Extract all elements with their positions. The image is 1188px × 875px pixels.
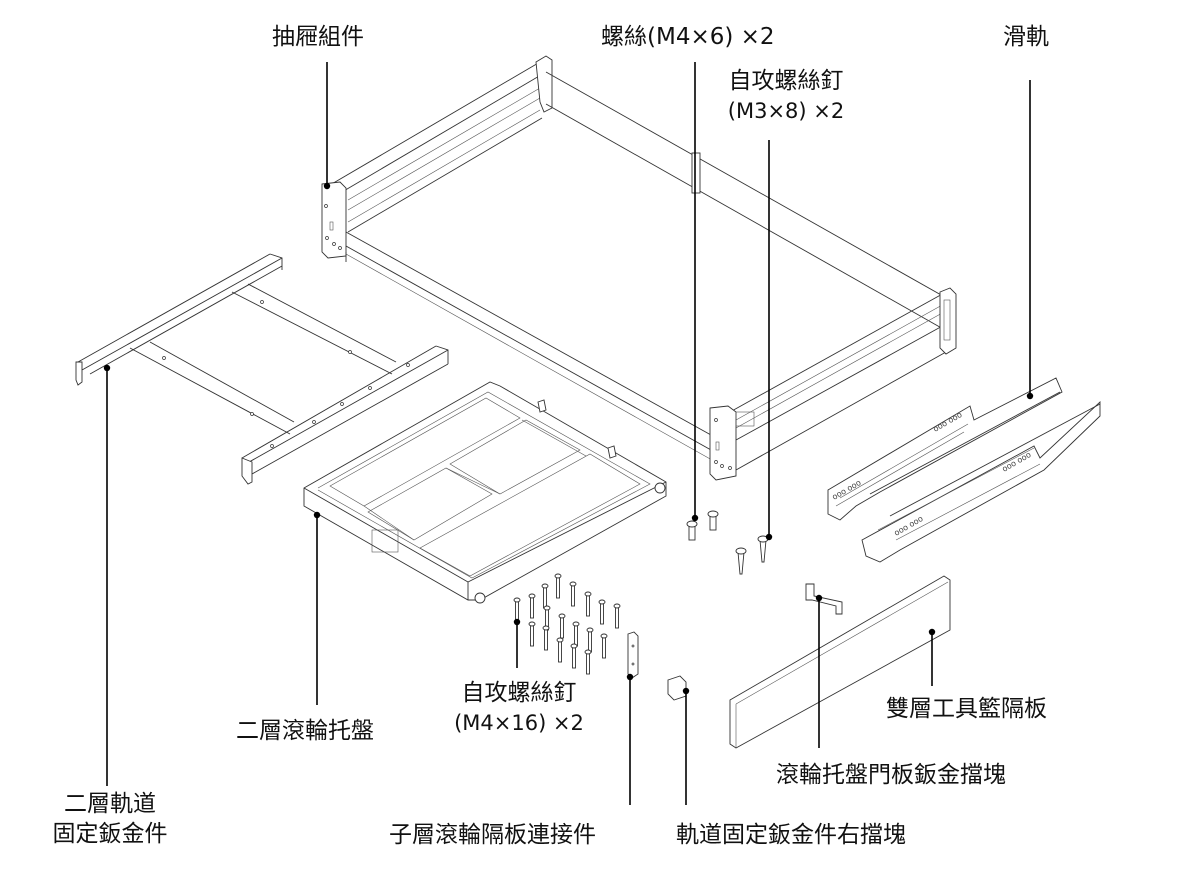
- screw-icon: [613, 603, 621, 629]
- roller-tray-part: [303, 381, 667, 604]
- screws-m3x8: [735, 535, 769, 575]
- label-tapping-screw-m4x16: 自攻螺絲釘 (M4×16) ×2: [444, 678, 594, 738]
- screw-icon: [598, 599, 606, 625]
- label-roller-tray: 二層滾輪托盤: [236, 718, 374, 744]
- drawer-assembly-part: [321, 55, 957, 481]
- screw-icon: [528, 593, 536, 619]
- label-rail-bracket-right-stop: 軌道固定鈑金件右擋塊: [676, 822, 906, 848]
- label-tapping-screw-m4x16-spec: (M4×16) ×2: [454, 711, 584, 735]
- label-tapping-screw-m3x8-spec: (M3×8) ×2: [727, 99, 845, 123]
- slide-rails-part: ooo ooo ooo ooo ooo ooo ooo ooo: [827, 377, 1101, 563]
- screw-icon: [513, 597, 521, 623]
- screw-icon: [541, 583, 549, 609]
- label-tapping-screw-m3x8-name: 自攻螺絲釘: [728, 68, 844, 94]
- screw-icon: [554, 573, 562, 599]
- label-tapping-screw-m4x16-name: 自攻螺絲釘: [461, 680, 577, 706]
- sub-layer-connector-part: [627, 631, 639, 679]
- label-sub-layer-connector: 子層滾輪隔板連接件: [389, 822, 596, 848]
- screw-icon: [600, 633, 608, 659]
- label-drawer-assembly: 抽屜組件: [272, 24, 364, 50]
- label-rail-bracket-line1: 二層軌道: [64, 791, 156, 817]
- screw-icon: [542, 625, 550, 651]
- screw-icon: [556, 637, 564, 663]
- screw-icon: [558, 613, 566, 639]
- label-slide-rail: 滑軌: [1003, 24, 1049, 50]
- label-tapping-screw-m3x8: 自攻螺絲釘 (M3×8) ×2: [716, 66, 856, 126]
- screws-m4x6: [686, 510, 719, 541]
- label-rail-bracket-line2: 固定鈑金件: [52, 821, 168, 847]
- screw-icon: [572, 621, 580, 647]
- label-tool-basket-divider: 雙層工具籃隔板: [886, 696, 1047, 722]
- rail-bracket-part: [75, 253, 449, 485]
- screw-icon: [569, 581, 577, 607]
- tool-basket-divider-part: [729, 575, 951, 749]
- screw-icon: [584, 649, 592, 675]
- screws-m4x16: [513, 573, 621, 675]
- label-tray-door-stop: 滾輪托盤門板鈑金擋塊: [776, 762, 1006, 788]
- screw-icon: [584, 591, 592, 617]
- label-rail-bracket: 二層軌道 固定鈑金件: [42, 789, 178, 849]
- screw-icon: [586, 627, 594, 653]
- screw-icon: [570, 643, 578, 669]
- tray-door-stop-part: [805, 583, 843, 615]
- rail-bracket-right-stop-part: [667, 675, 687, 701]
- label-screw-m4x6: 螺絲(M4×6) ×2: [601, 24, 775, 50]
- leader-lines: [103, 62, 1034, 805]
- screw-icon: [528, 621, 536, 647]
